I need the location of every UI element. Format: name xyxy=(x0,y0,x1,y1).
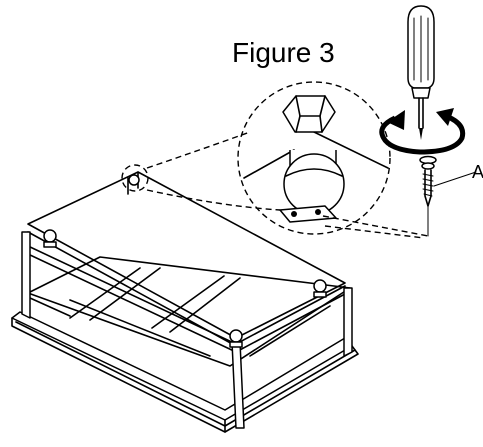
callout-leader-line xyxy=(433,171,477,187)
screw-icon xyxy=(419,155,437,237)
ball-foot-detail xyxy=(237,81,391,235)
clockwise-rotation-arrow-icon xyxy=(379,108,466,155)
ball-foot-right xyxy=(313,279,327,293)
detail-leader-upper xyxy=(146,131,251,169)
screw-leader-1 xyxy=(322,215,429,237)
detail-leader-lower xyxy=(146,189,281,211)
mounting-plate-icon xyxy=(279,205,337,223)
detail-surface-edges xyxy=(243,131,389,179)
detail-circle xyxy=(237,81,391,235)
ball-foot-back xyxy=(128,174,140,186)
callout-letter-a: A xyxy=(472,162,483,182)
table-frame-icon xyxy=(11,171,359,433)
screw-leader-2 xyxy=(324,225,425,239)
ball-foot-icon xyxy=(283,153,345,215)
figure-title: Figure 3 xyxy=(232,37,335,68)
ball-foot-left xyxy=(43,229,57,243)
ball-foot-front xyxy=(229,329,243,343)
screwdriver-icon xyxy=(407,5,435,140)
